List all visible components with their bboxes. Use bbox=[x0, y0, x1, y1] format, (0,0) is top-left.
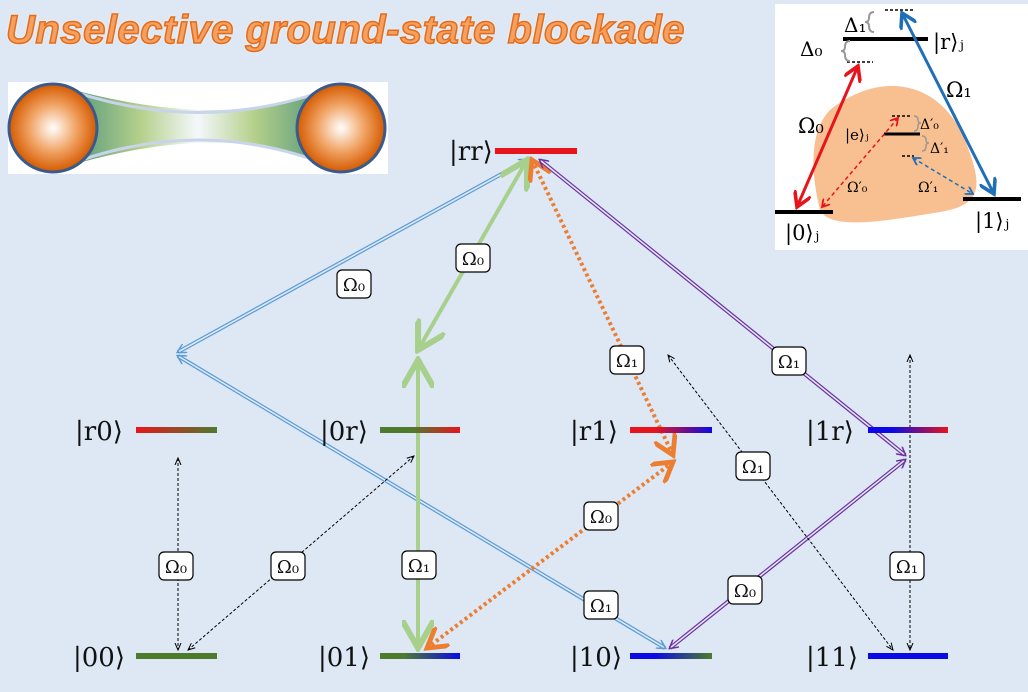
inset-e-state: |e⟩ⱼ bbox=[845, 126, 869, 144]
atoms-illustration bbox=[7, 82, 388, 174]
atom-right bbox=[295, 82, 387, 174]
single-atom-inset: Δ₁ Δ₀ |r⟩ⱼ Ω₁ Ω₀ |e⟩ⱼ Δ′₀ Δ′₁ Ω′₀ Ω′₁ |0… bbox=[775, 4, 1028, 250]
inset-omega1: Ω₁ bbox=[946, 78, 972, 102]
rabi-label-box bbox=[270, 551, 306, 581]
label-r1: |r1⟩ bbox=[570, 417, 618, 447]
page-title: Unselective ground-state blockade bbox=[5, 7, 685, 53]
rabi-label-box bbox=[583, 590, 619, 620]
rabi-label-omega0: Ω₀ bbox=[343, 275, 365, 296]
rabi-label-omega1: Ω₁ bbox=[408, 556, 430, 577]
rabi-label-omega0: Ω₀ bbox=[277, 557, 299, 578]
label-rr: |rr⟩ bbox=[449, 137, 493, 167]
inset-omega0: Ω₀ bbox=[798, 114, 824, 138]
rabi-label-box bbox=[455, 243, 491, 273]
level-r0 bbox=[136, 427, 217, 433]
rabi-label-omega1: Ω₁ bbox=[896, 557, 918, 578]
rabi-label-box bbox=[609, 345, 645, 375]
rabi-label-box bbox=[336, 269, 372, 299]
inset-delta1: Δ₁ bbox=[844, 13, 866, 37]
label-11: |11⟩ bbox=[806, 643, 858, 673]
inset-delta0: Δ₀ bbox=[800, 37, 822, 61]
inset-0-state: |0⟩ⱼ bbox=[785, 221, 819, 246]
rabi-labels: Ω₀ Ω₀ Ω₁ Ω₁ Ω₁ Ω₀ Ω₀ Ω₀ Ω₁ Ω₁ Ω₀ Ω₁ bbox=[158, 243, 925, 620]
inset-r-state: |r⟩ⱼ bbox=[933, 30, 964, 55]
level-0r bbox=[380, 427, 460, 433]
rabi-label-omega0: Ω₀ bbox=[590, 507, 612, 528]
rabi-label-omega1: Ω₁ bbox=[590, 596, 612, 617]
label-1r: |1r⟩ bbox=[806, 417, 854, 447]
rabi-label-box bbox=[735, 451, 771, 481]
rabi-label-omega1: Ω₁ bbox=[616, 351, 638, 372]
atom-left bbox=[7, 82, 99, 174]
label-10: |10⟩ bbox=[570, 643, 622, 673]
level-r1 bbox=[630, 427, 712, 433]
orange-arrow-01 bbox=[427, 462, 673, 648]
inset-omega1p: Ω′₁ bbox=[918, 180, 938, 196]
level-00 bbox=[136, 653, 217, 659]
level-10 bbox=[630, 653, 712, 659]
inset-delta1p: Δ′₁ bbox=[930, 141, 949, 157]
level-rr bbox=[495, 148, 577, 154]
label-01: |01⟩ bbox=[318, 643, 370, 673]
level-1r bbox=[868, 427, 948, 433]
inset-delta0p: Δ′₀ bbox=[920, 117, 939, 133]
rabi-label-omega0: Ω₀ bbox=[165, 557, 187, 578]
orange-arrow-rr bbox=[532, 160, 673, 455]
rabi-label-omega1: Ω₁ bbox=[778, 352, 800, 373]
rabi-label-omega0: Ω₀ bbox=[462, 249, 484, 270]
label-00: |00⟩ bbox=[73, 643, 125, 673]
level-01 bbox=[380, 653, 460, 659]
rabi-label-box bbox=[889, 551, 925, 581]
inset-omega0p: Ω′₀ bbox=[847, 180, 868, 196]
inset-1-state: |1⟩ⱼ bbox=[975, 209, 1009, 234]
energy-levels bbox=[136, 148, 948, 659]
label-r0: |r0⟩ bbox=[75, 417, 123, 447]
rabi-label-box bbox=[583, 501, 619, 531]
rabi-label-box bbox=[727, 575, 763, 605]
level-11 bbox=[868, 653, 948, 659]
label-0r: |0r⟩ bbox=[320, 417, 368, 447]
rabi-label-box bbox=[158, 551, 194, 581]
transition-arrows bbox=[178, 160, 910, 650]
rabi-label-omega0: Ω₀ bbox=[734, 581, 756, 602]
rabi-label-omega1: Ω₁ bbox=[742, 457, 764, 478]
rabi-label-box bbox=[771, 346, 807, 376]
rabi-label-box bbox=[401, 550, 437, 580]
